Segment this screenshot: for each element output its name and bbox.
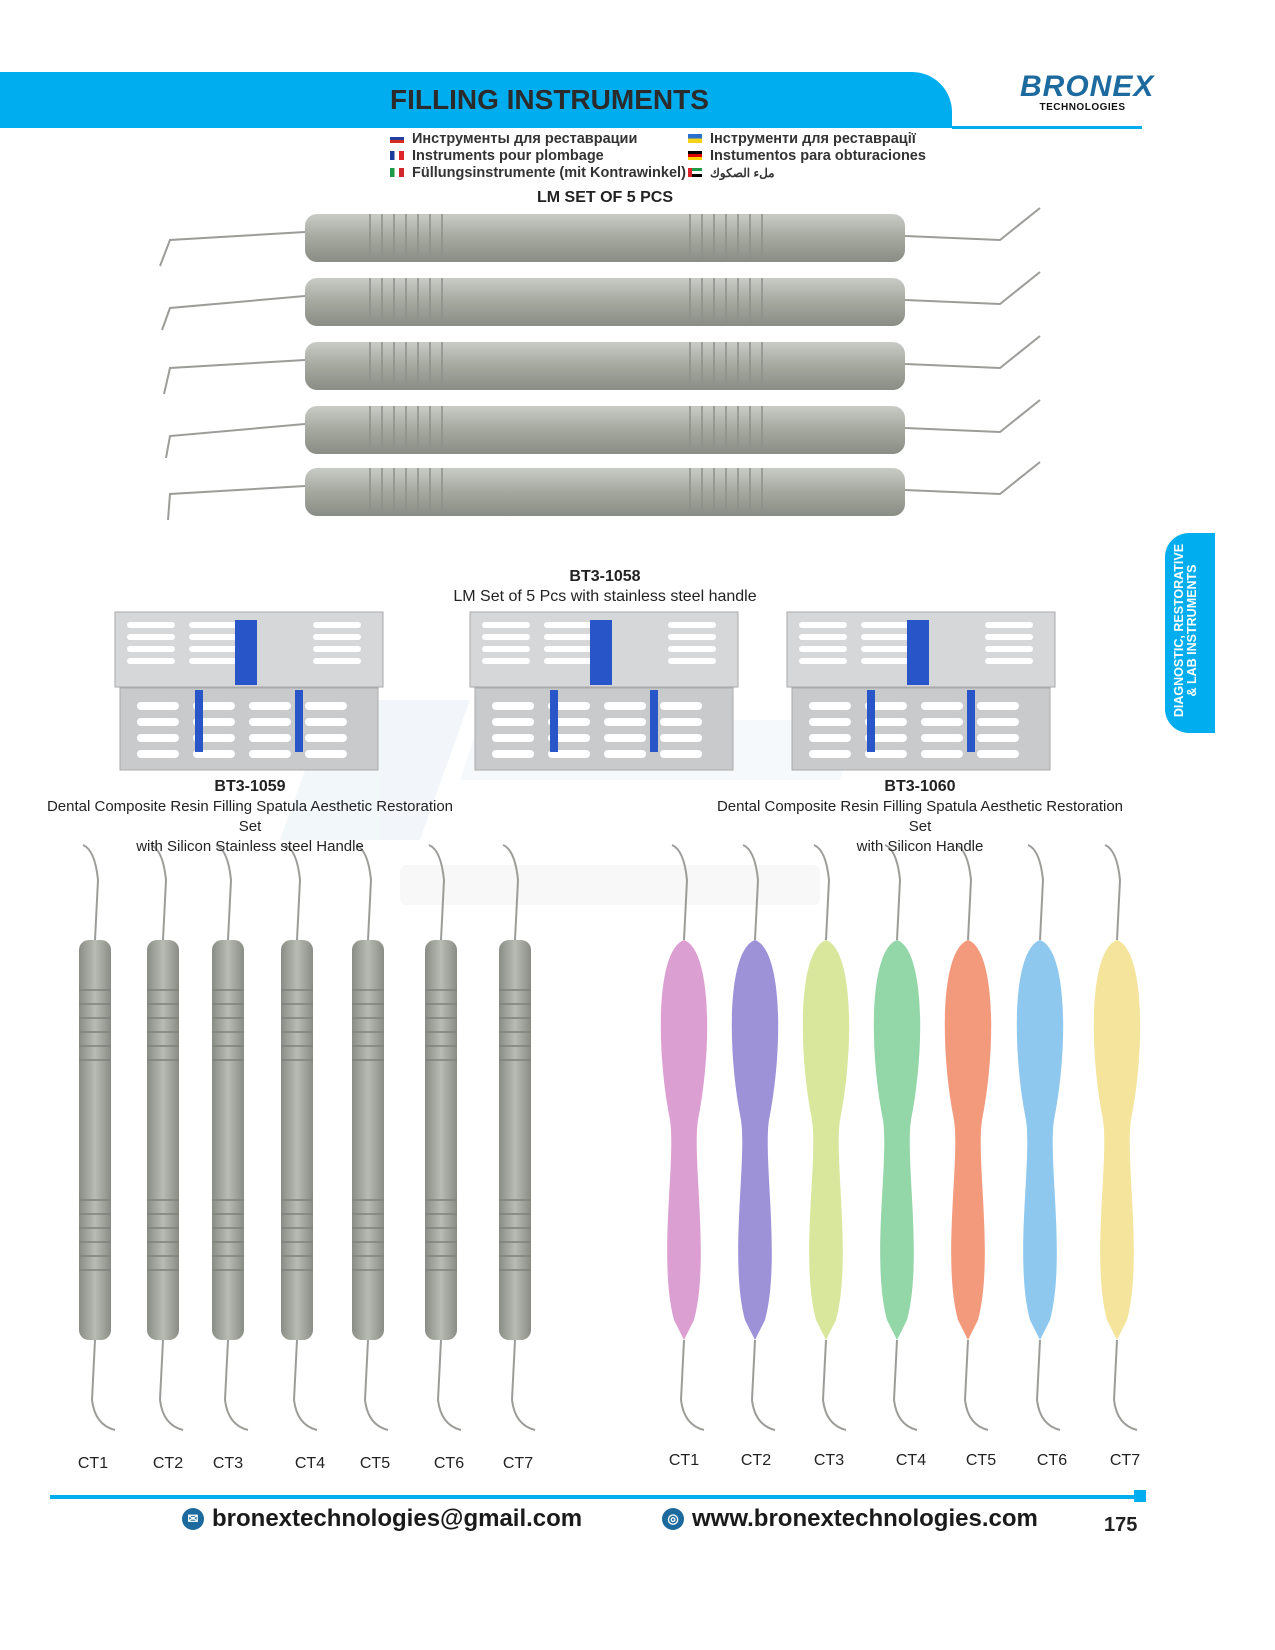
translation-ru: Инструменты для реставрации (390, 130, 686, 147)
instrument-label: CT7 (502, 1455, 534, 1472)
brand-logo: BRONEX TECHNOLOGIES (1020, 70, 1155, 114)
website-text[interactable]: www.bronextechnologies.com (692, 1505, 1038, 1532)
translation-text: Instumentos para obturaciones (710, 147, 926, 164)
flag-ae-icon (688, 168, 702, 177)
instrument-label: CT6 (1036, 1452, 1068, 1469)
lm-instrument (159, 207, 1041, 267)
silicon-spatula (660, 844, 708, 1431)
instrument-label: CT6 (433, 1455, 465, 1472)
silicon-spatula (802, 844, 850, 1431)
instrument-cassette (786, 611, 1056, 771)
instrument-cassette (114, 611, 384, 771)
translation-de: Instumentos para obturaciones (688, 147, 926, 164)
translations-right: Інструменти для реставрації Instumentos … (688, 130, 926, 181)
steel-spatula (352, 844, 389, 1431)
flag-ru-icon (390, 134, 404, 143)
instrument-label: CT5 (359, 1455, 391, 1472)
page-number: 175 (1104, 1514, 1138, 1536)
product-desc: Dental Composite Resin Filling Spatula A… (716, 798, 1124, 835)
instrument-label: CT3 (212, 1455, 244, 1472)
steel-spatula (281, 844, 318, 1431)
translation-text: Інструменти для реставрації (710, 130, 916, 147)
product-desc: Dental Composite Resin Filling Spatula A… (46, 798, 454, 835)
lm-instrument (163, 335, 1041, 395)
email-text[interactable]: bronextechnologies@gmail.com (212, 1505, 583, 1532)
translation-fr: Instruments pour plombage (390, 147, 686, 164)
instrument-label: CT3 (813, 1452, 845, 1469)
product-desc-2: with Silicon Stainless steel Handle (136, 838, 364, 855)
flag-it-icon (390, 168, 404, 177)
logo-sub: TECHNOLOGIES (1039, 102, 1126, 113)
silicon-spatula (1093, 844, 1141, 1431)
footer-email[interactable]: ✉ bronextechnologies@gmail.com (182, 1505, 582, 1533)
instrument-label: CT1 (77, 1455, 109, 1472)
product-bt3-1060: BT3-1060 Dental Composite Resin Filling … (710, 777, 1130, 857)
silicon-spatula (944, 844, 992, 1431)
header-bar (0, 72, 952, 128)
product-code: BT3-1059 (214, 778, 286, 795)
product-code: BT3-1058 (569, 568, 641, 585)
translations-left: Инструменты для реставрации Instruments … (390, 130, 686, 181)
lm-instrument (161, 271, 1041, 331)
translation-it: Füllungsinstrumente (mit Kontrawinkel) (390, 164, 686, 181)
side-tab-label: DIAGNOSTIC, RESTORATIVE & LAB INSTRUMENT… (1172, 543, 1199, 718)
instrument-label: CT5 (965, 1452, 997, 1469)
steel-spatula (79, 844, 116, 1431)
instrument-label: CT2 (740, 1452, 772, 1469)
translation-text: Füllungsinstrumente (mit Kontrawinkel) (412, 164, 686, 181)
lm-instrument (165, 399, 1041, 459)
page-title: FILLING INSTRUMENTS (390, 84, 709, 115)
instrument-label: CT1 (668, 1452, 700, 1469)
instrument-label: CT4 (294, 1455, 326, 1472)
header-line (952, 126, 1142, 129)
mail-icon: ✉ (182, 1508, 204, 1530)
logo-main: BRONEX (1020, 70, 1155, 103)
instrument-label: CT4 (895, 1452, 927, 1469)
silicon-spatula (1016, 844, 1064, 1431)
lm-instrument (167, 461, 1041, 521)
instrument-cassette (469, 611, 739, 771)
silicon-spatula (873, 844, 921, 1431)
set-title: LM SET OF 5 PCS (536, 189, 673, 206)
silicon-spatula (731, 844, 779, 1431)
translation-text: Instruments pour plombage (412, 147, 604, 164)
globe-icon: ◎ (662, 1508, 684, 1530)
steel-spatula (212, 844, 249, 1431)
product-bt3-1059: BT3-1059 Dental Composite Resin Filling … (40, 777, 460, 857)
translation-text: ملء الصكوك (710, 165, 775, 180)
section-side-tab[interactable]: DIAGNOSTIC, RESTORATIVE & LAB INSTRUMENT… (1165, 533, 1215, 733)
steel-spatula (425, 844, 462, 1431)
translation-text: Инструменты для реставрации (412, 130, 638, 147)
flag-fr-icon (390, 151, 404, 160)
product-desc: LM Set of 5 Pcs with stainless steel han… (453, 588, 757, 605)
flag-ua-icon (688, 134, 702, 143)
steel-spatula (499, 844, 536, 1431)
product-bt3-1058: BT3-1058 LM Set of 5 Pcs with stainless … (400, 567, 810, 607)
footer-website[interactable]: ◎ www.bronextechnologies.com (662, 1505, 1038, 1533)
instrument-label: CT2 (152, 1455, 184, 1472)
translation-ae: ملء الصكوك (688, 164, 926, 181)
footer-line (50, 1495, 1140, 1499)
flag-de-icon (688, 151, 702, 160)
product-desc-2: with Silicon Handle (856, 838, 984, 855)
steel-spatula (147, 844, 184, 1431)
instrument-label: CT7 (1109, 1452, 1141, 1469)
translation-ua: Інструменти для реставрації (688, 130, 926, 147)
product-code: BT3-1060 (884, 778, 956, 795)
footer-square (1134, 1490, 1146, 1502)
